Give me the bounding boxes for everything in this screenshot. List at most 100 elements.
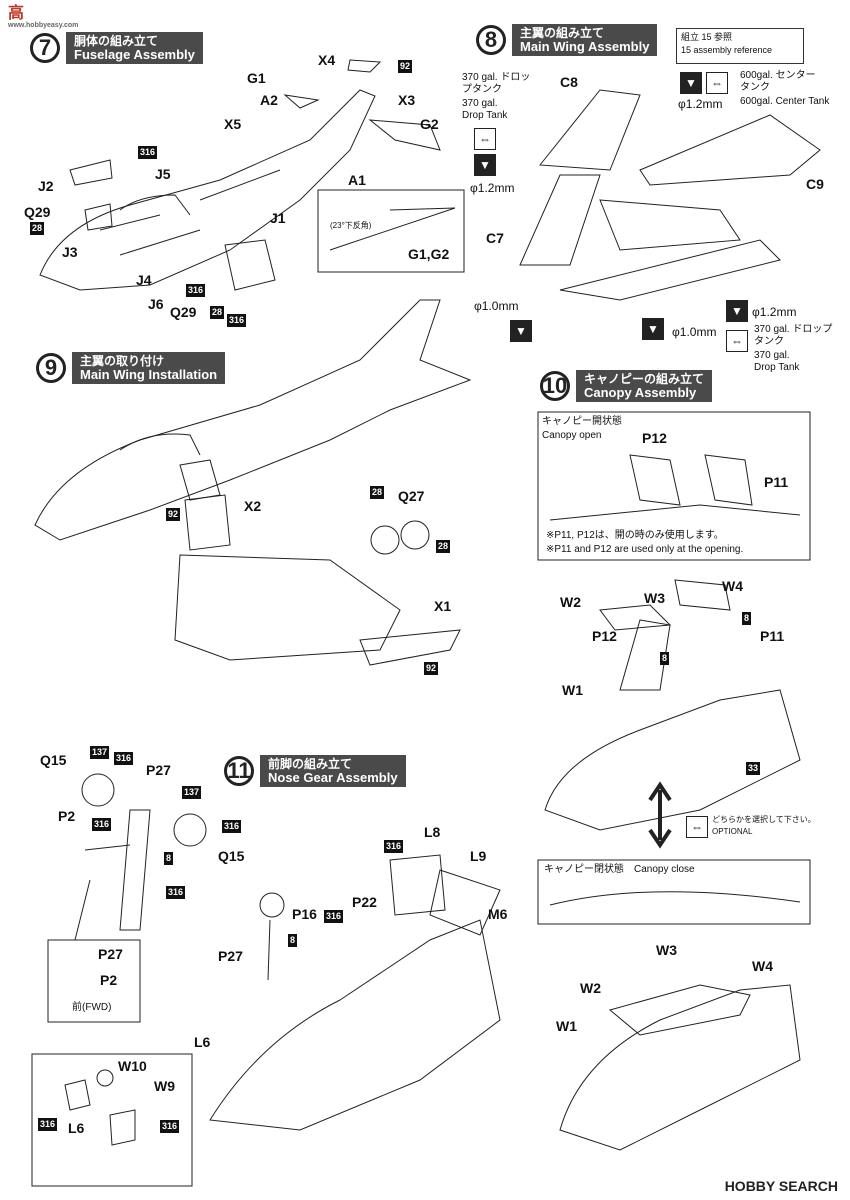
dihedral-note: (23°下反角) [330,221,372,230]
step-title-box: 胴体の組み立て Fuselage Assembly [66,32,203,65]
step-title-box: 主翼の組み立て Main Wing Assembly [512,24,658,57]
hole-diameter: φ1.2mm [752,305,797,319]
part-label: C9 [806,176,824,192]
part-label: X5 [224,116,242,132]
paint-tag: 316 [324,910,344,923]
part-label: C7 [486,230,504,246]
part-label: L6 [68,1120,85,1136]
watermark-logo: 高 www.hobbyeasy.com [8,5,79,30]
step-number: 7 [30,33,60,64]
part-label: L9 [470,848,487,864]
part-label: W1 [556,1018,577,1034]
canopy-close-title: キャノピー閉状態 Canopy close [544,864,695,875]
step-title-box: 前脚の組み立て Nose Gear Assembly [260,755,406,788]
step-7-header: 7 胴体の組み立て Fuselage Assembly [30,32,203,65]
canopy-close-frame [537,859,811,925]
part-label: W4 [722,578,743,594]
part-label: J3 [62,244,78,260]
dihedral-inset-label: G1,G2 [408,246,450,262]
part-label: J4 [136,272,152,288]
optional-note-en: OPTIONAL [712,827,753,836]
part-label: J5 [155,166,171,182]
drill-icon: ▼ [510,320,532,342]
part-label: Q15 [218,848,245,864]
drop-tank-note-jp: 370 gal. ドロップタンク [462,72,531,95]
part-label: W4 [752,958,773,974]
optional-note-jp: どちらかを選択して下さい。 [712,815,816,824]
part-label: Q29 [170,304,197,320]
assembly-reference-box: 組立 15 参照 15 assembly reference [676,28,804,64]
optional-icon: ⇔ [686,816,708,838]
part-label: P12 [592,628,617,644]
step-title-box: キャノピーの組み立て Canopy Assembly [576,370,713,403]
part-label: Q15 [40,752,67,768]
step-number: 9 [36,353,66,384]
part-label: J1 [270,210,286,226]
dihedral-inset-frame [317,189,465,273]
hole-diameter: φ1.0mm [474,299,519,313]
step-11-header: 11 前脚の組み立て Nose Gear Assembly [224,755,406,788]
paint-tag: 8 [164,852,174,865]
part-label: P27 [218,948,243,964]
nose-gear-drawing [81,773,207,931]
step-10-header: 10 キャノピーの組み立て Canopy Assembly [540,370,713,403]
part-label: P16 [292,906,317,922]
drill-hole-icon: ⇔ [726,330,748,352]
part-label: P2 [58,808,76,824]
drop-tank-note-en: 370 gal. Drop Tank [462,98,508,121]
nose-gear-inset-frame [47,939,141,1023]
inset-part-label: P27 [98,946,123,962]
fuselage-underside-drawing [209,854,501,1131]
hole-diameter: φ1.2mm [678,97,723,111]
paint-tag: 316 [227,314,247,327]
part-label: X1 [434,598,452,614]
part-label: X4 [318,52,336,68]
paint-tag: 92 [424,662,439,675]
part-label: G2 [420,116,439,132]
part-label: A1 [348,172,366,188]
part-label: P22 [352,894,377,910]
part-label: A2 [260,92,278,108]
part-label: W2 [580,980,601,996]
canopy-close-drawing [559,984,801,1151]
paint-tag: 316 [92,818,112,831]
part-label: W10 [118,1058,147,1074]
part-label: P11 [760,628,785,644]
paint-tag: 316 [186,284,206,297]
part-label: W9 [154,1078,175,1094]
part-label: W3 [656,942,677,958]
part-label: W3 [644,590,665,606]
fuselage-drawing [39,59,441,291]
step-number: 8 [476,25,506,56]
center-tank-note-en: 600gal. Center Tank [740,96,830,107]
part-label: X3 [398,92,416,108]
drill-hole-icon: ⇔ [474,128,496,150]
paint-tag: 92 [398,60,413,73]
paint-tag: 28 [30,222,45,235]
paint-tag: 92 [166,508,181,521]
watermark-footer: HOBBY SEARCH [724,1178,838,1194]
drill-hole-icon: ⇔ [706,72,728,94]
paint-tag: 8 [742,612,752,625]
part-label: W1 [562,682,583,698]
canopy-note-en: ※P11 and P12 are used only at the openin… [546,544,744,555]
drop-tank-note-en: 370 gal. Drop Tank [754,350,800,373]
canopy-open-frame [537,411,811,561]
part-label: G1 [247,70,266,86]
paint-tag: 316 [166,886,186,899]
main-wing-drawing [519,89,821,301]
step-number: 11 [224,756,254,787]
paint-tag: 316 [138,146,158,159]
aircraft-side-drawing [34,299,472,666]
drill-icon: ▼ [680,72,702,94]
hole-diameter: φ1.0mm [672,325,717,339]
paint-tag: 28 [210,306,225,319]
paint-tag: 8 [288,934,298,947]
part-label: L6 [194,1034,211,1050]
paint-tag: 8 [660,652,670,665]
step-number: 10 [540,371,570,402]
canopy-open-title-en: Canopy open [542,430,602,441]
part-label: M6 [488,906,508,922]
gear-door-inset-frame [31,1053,193,1187]
